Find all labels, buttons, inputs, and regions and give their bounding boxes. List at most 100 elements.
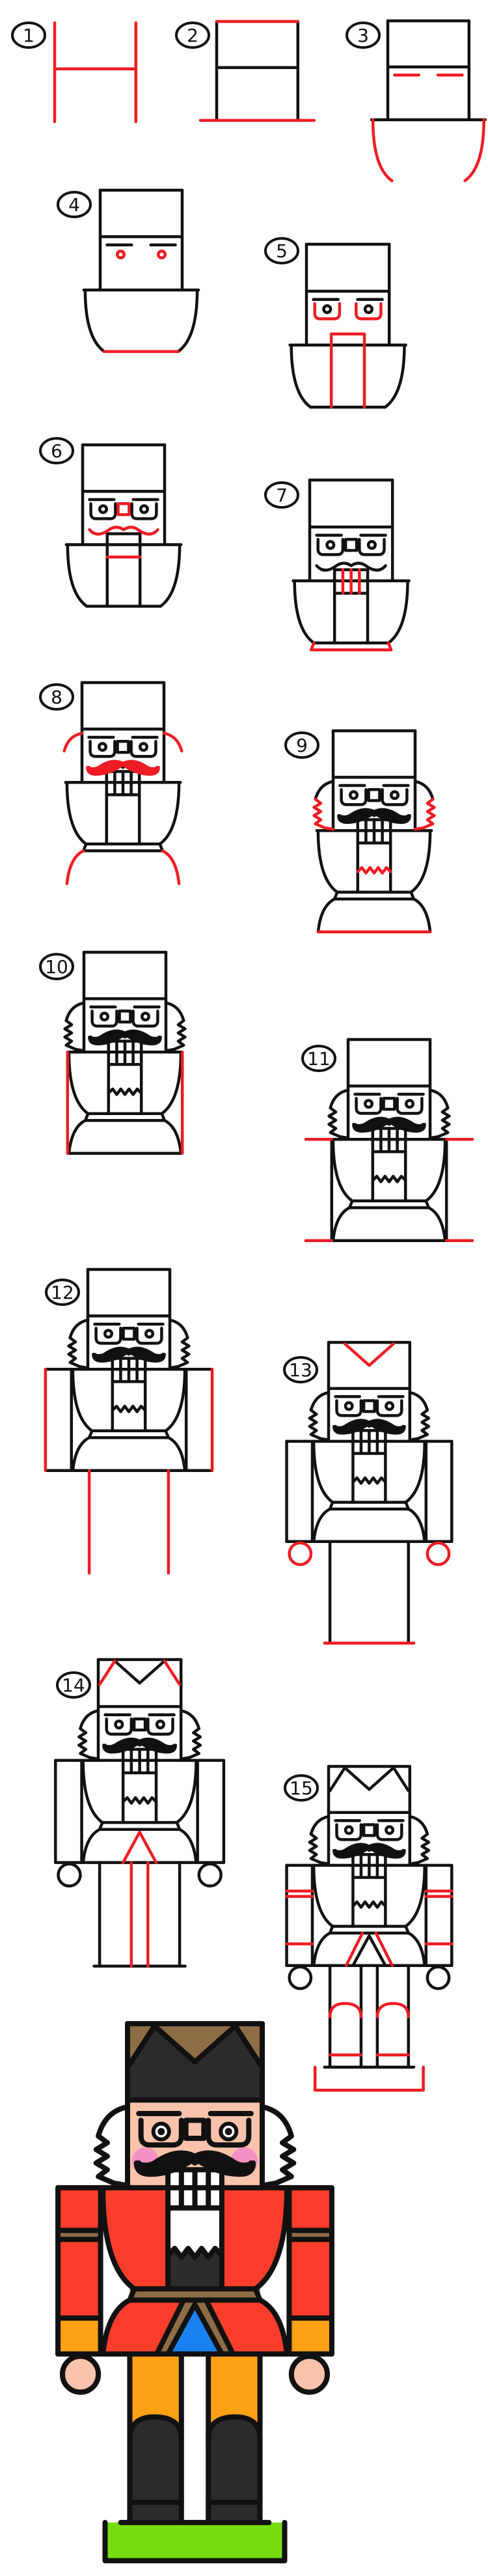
waist-band bbox=[349, 1201, 429, 1208]
hat-top-shoulder-line-new bbox=[200, 21, 314, 120]
hair-arcs-new bbox=[64, 733, 182, 751]
step-number-label: 5 bbox=[276, 240, 288, 262]
step-number-label: 3 bbox=[357, 25, 369, 46]
step-number-1: 1 bbox=[11, 21, 46, 49]
arm-outer-and-legs bbox=[55, 1761, 224, 1966]
hair-curls bbox=[310, 1834, 429, 1864]
teeth bbox=[131, 1749, 148, 1773]
step-number-label: 12 bbox=[51, 1282, 74, 1303]
arm-top-bottom bbox=[287, 1865, 452, 1966]
sash-inner bbox=[353, 1936, 385, 1966]
nose bbox=[384, 1098, 395, 1109]
eye-sockets bbox=[96, 1328, 162, 1343]
jacket-sides bbox=[318, 830, 430, 892]
step-number-4: 4 bbox=[57, 191, 92, 218]
final-mustache bbox=[137, 2153, 253, 2175]
waist-band bbox=[330, 1926, 409, 1932]
final-arm-top-bottom bbox=[58, 2188, 332, 2354]
step-number-circle bbox=[301, 1045, 336, 1072]
nose bbox=[134, 1719, 145, 1730]
hand-right bbox=[291, 2356, 328, 2392]
step-number-circle bbox=[39, 953, 74, 980]
arm-right bbox=[289, 2187, 332, 2318]
eyes bbox=[101, 1013, 149, 1020]
eyes bbox=[346, 1403, 393, 1409]
final-hands bbox=[62, 2357, 327, 2392]
crown-sides-new bbox=[100, 1661, 180, 1684]
step-10-drawing bbox=[65, 952, 185, 1154]
cuff-left bbox=[58, 2317, 101, 2355]
hat-face-outline bbox=[83, 445, 165, 545]
beard-edge bbox=[353, 1902, 385, 1907]
final-waist-band bbox=[129, 2289, 260, 2300]
mustache bbox=[89, 1031, 160, 1044]
hands-new bbox=[290, 1543, 449, 1564]
waist-band bbox=[83, 844, 163, 851]
step-number-circle bbox=[346, 21, 381, 49]
arm-outer-and-legs bbox=[287, 1865, 452, 2067]
skirt-sides-new bbox=[67, 851, 179, 883]
nose bbox=[346, 539, 357, 550]
beard-edge bbox=[109, 1089, 141, 1094]
arm-inner-lines-new bbox=[68, 1052, 182, 1153]
hat-face-outline bbox=[306, 244, 389, 345]
arm-left bbox=[58, 2187, 101, 2318]
final-hair-curls bbox=[96, 2136, 294, 2186]
beard-panel bbox=[107, 534, 140, 606]
final-arm-outer-and-legs bbox=[58, 2188, 332, 2523]
arm-top-bottom bbox=[55, 1761, 224, 1863]
base-new bbox=[315, 2067, 423, 2090]
mustache-outline bbox=[317, 563, 386, 571]
arm-inner-lines bbox=[312, 1441, 426, 1542]
eyes bbox=[365, 1100, 413, 1107]
step-15-drawing bbox=[287, 1766, 452, 2090]
eye-sockets bbox=[91, 503, 157, 518]
step-number-circle bbox=[284, 1774, 319, 1802]
step-2-drawing bbox=[200, 21, 314, 120]
hair-curls bbox=[79, 1729, 200, 1759]
step-number-label: 15 bbox=[290, 1777, 313, 1799]
arm-top-bottom bbox=[287, 1441, 452, 1542]
step-7-drawing bbox=[293, 480, 409, 650]
leg-inner-lines bbox=[361, 1966, 377, 2067]
jacket-sides bbox=[333, 1139, 445, 1201]
step-number-14: 14 bbox=[56, 1671, 91, 1699]
leg-inner-lines-new bbox=[131, 1863, 148, 1966]
mustache-new bbox=[87, 761, 158, 774]
step-5-drawing bbox=[290, 244, 406, 407]
waist-band bbox=[85, 1114, 165, 1121]
teeth bbox=[381, 1129, 397, 1152]
teeth bbox=[115, 772, 131, 795]
eye-sockets bbox=[357, 1098, 422, 1113]
final-eye-sockets bbox=[141, 2120, 249, 2145]
final-teeth bbox=[182, 2170, 208, 2208]
teeth bbox=[116, 1041, 133, 1065]
boots-new bbox=[330, 2003, 409, 2055]
hat-face-outline-new bbox=[55, 23, 136, 122]
step-number-circle bbox=[284, 731, 319, 759]
jacket-sides bbox=[83, 1761, 197, 1822]
step-number-12: 12 bbox=[45, 1279, 80, 1306]
jacket-sides bbox=[67, 782, 179, 844]
arm-inner-lines bbox=[332, 1139, 446, 1240]
step-number-circle bbox=[56, 1671, 91, 1699]
jacket-sides-new bbox=[373, 120, 484, 181]
step-6-drawing bbox=[66, 445, 181, 606]
final-crown-v bbox=[154, 2026, 235, 2061]
hair-curls-new bbox=[314, 799, 435, 829]
jacket-sides bbox=[295, 581, 408, 643]
teeth bbox=[361, 1430, 377, 1453]
hat-face-outline bbox=[217, 21, 298, 120]
eye-sockets bbox=[107, 1719, 173, 1734]
hat-face-outline bbox=[388, 21, 469, 120]
step-number-label: 4 bbox=[68, 194, 80, 216]
crown-v bbox=[115, 1661, 164, 1683]
eye-whites bbox=[154, 2124, 237, 2140]
step-number-circle bbox=[283, 1356, 318, 1383]
crown-v bbox=[345, 1768, 394, 1789]
eyes bbox=[350, 791, 398, 799]
step-number-2: 2 bbox=[175, 21, 210, 49]
eye-sockets bbox=[336, 1824, 401, 1839]
jacket-sides bbox=[291, 345, 405, 407]
